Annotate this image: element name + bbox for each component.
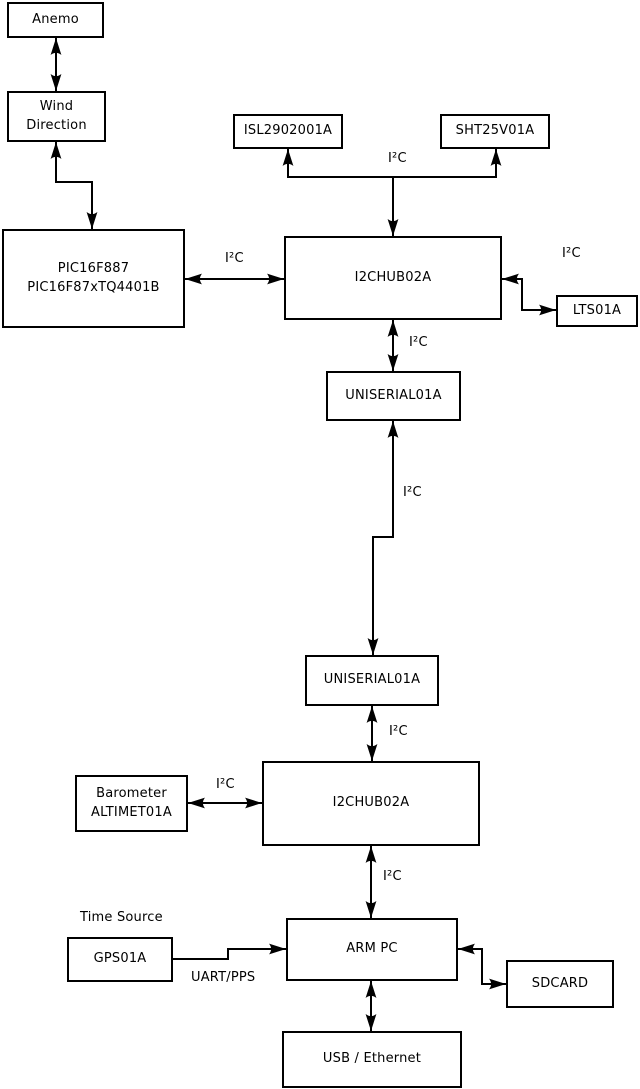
edge-label-i2c-sensor-bus: I²C bbox=[388, 151, 407, 166]
edge-label-i2c-uniserial-link: I²C bbox=[403, 485, 422, 500]
box-lts01a-label: LTS01A bbox=[572, 302, 622, 318]
box-sdcard-label: SDCARD bbox=[531, 975, 589, 991]
box-usb-ethernet-label: USB / Ethernet bbox=[322, 1051, 422, 1067]
box-pic-label: PIC16F887 PIC16F87xTQ4401B bbox=[27, 261, 160, 295]
box-sht25v01a: SHT25V01A bbox=[440, 114, 550, 149]
box-i2chub-top-label: I2CHUB02A bbox=[354, 269, 432, 285]
box-wind-direction-label: Wind Direction bbox=[26, 99, 87, 133]
edge-label-i2c-hub-armpc: I²C bbox=[383, 869, 402, 884]
connector-hub-top-lts bbox=[502, 273, 556, 316]
edge-label-i2c-hub-uniserial: I²C bbox=[409, 335, 428, 350]
edge-label-i2c-uniserial-hub: I²C bbox=[389, 724, 408, 739]
connector-uniserial-top-uniserial-bottom bbox=[367, 421, 399, 655]
box-gps01a: GPS01A bbox=[67, 937, 173, 982]
edge-label-i2c-barometer-hub: I²C bbox=[216, 777, 235, 792]
box-anemo: Anemo bbox=[7, 2, 104, 38]
edge-label-i2c-hub-lts: I²C bbox=[562, 246, 581, 261]
box-usb-ethernet: USB / Ethernet bbox=[282, 1031, 462, 1088]
connector-wind-pic bbox=[50, 142, 98, 229]
box-i2chub-top: I2CHUB02A bbox=[284, 236, 502, 320]
box-arm-pc-label: ARM PC bbox=[346, 941, 398, 957]
box-barometer: Barometer ALTIMET01A bbox=[75, 775, 188, 832]
box-wind-direction: Wind Direction bbox=[7, 91, 106, 142]
edge-label-i2c-pic-hub: I²C bbox=[225, 251, 244, 266]
box-i2chub-bottom-label: I2CHUB02A bbox=[332, 795, 410, 811]
box-lts01a: LTS01A bbox=[556, 295, 638, 327]
box-barometer-label: Barometer ALTIMET01A bbox=[91, 786, 172, 820]
edge-label-time-source: Time Source bbox=[80, 910, 163, 925]
box-uniserial-top: UNISERIAL01A bbox=[326, 371, 461, 421]
box-pic: PIC16F887 PIC16F87xTQ4401B bbox=[2, 229, 185, 328]
connector-gps-armpc bbox=[173, 943, 286, 960]
box-isl2902001a-label: ISL2902001A bbox=[243, 123, 333, 139]
box-sdcard: SDCARD bbox=[506, 960, 614, 1008]
box-i2chub-bottom: I2CHUB02A bbox=[262, 761, 480, 846]
box-uniserial-top-label: UNISERIAL01A bbox=[345, 387, 442, 403]
box-uniserial-bottom-label: UNISERIAL01A bbox=[323, 672, 421, 688]
box-anemo-label: Anemo bbox=[32, 11, 79, 27]
box-uniserial-bottom: UNISERIAL01A bbox=[305, 655, 439, 706]
box-gps01a-label: GPS01A bbox=[93, 951, 147, 967]
box-arm-pc: ARM PC bbox=[286, 918, 458, 981]
edge-label-uart-pps: UART/PPS bbox=[191, 970, 256, 985]
box-sht25v01a-label: SHT25V01A bbox=[455, 123, 535, 139]
connector-armpc-sdcard bbox=[458, 943, 506, 990]
box-isl2902001a: ISL2902001A bbox=[233, 114, 343, 149]
